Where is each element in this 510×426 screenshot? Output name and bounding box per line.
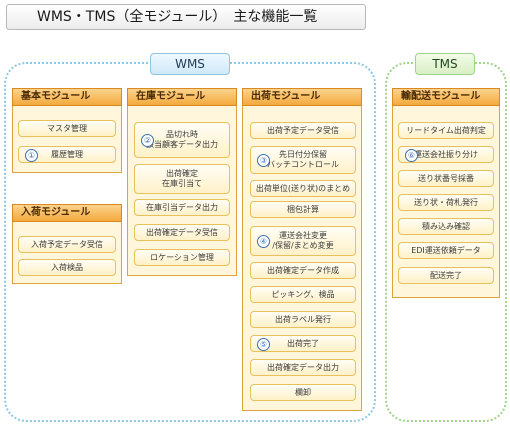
- step-number-badge: ④: [257, 235, 270, 248]
- inventory-module-header: 在庫モジュール: [127, 88, 237, 106]
- basic-item: マスタ管理: [18, 120, 116, 137]
- item-label: 先日付分保留バッチコントロール: [267, 150, 339, 170]
- outbound-item: 欄卸: [250, 384, 356, 401]
- transport-item: リードタイム出荷判定: [398, 122, 494, 139]
- item-label: 入荷検品: [51, 262, 83, 272]
- inventory-item: 出荷確定在庫引当て: [134, 164, 230, 194]
- tms-label: TMS: [415, 53, 475, 75]
- transport-item: 配送完了: [398, 267, 494, 284]
- item-label: 出荷ラベル発行: [275, 314, 331, 324]
- outbound-item: ピッキング、検品: [250, 286, 356, 303]
- item-label: 出荷確定データ受信: [146, 227, 218, 237]
- item-label: 梱包計算: [287, 204, 319, 214]
- inventory-item: ロケーション管理: [134, 249, 230, 266]
- item-label: 在庫引当データ出力: [146, 202, 218, 212]
- item-label: 出荷単位(送り状)のまとめ: [255, 183, 351, 193]
- item-label-line: 出荷確定: [166, 169, 198, 178]
- item-label: 出荷確定データ出力: [267, 362, 339, 372]
- item-label: マスタ管理: [47, 123, 87, 133]
- inbound-module-header: 入荷モジュール: [12, 204, 122, 222]
- item-label-line: /保留/まとめ変更: [272, 241, 334, 250]
- item-label-line: 該当顧客データ出力: [146, 140, 218, 149]
- item-label: 運送会社変更/保留/まとめ変更: [272, 231, 333, 251]
- item-label: 送り状番号採番: [418, 173, 474, 183]
- inventory-item: 出荷確定データ受信: [134, 224, 230, 241]
- transport-item: 積み込み確認: [398, 218, 494, 235]
- item-label: 配送完了: [430, 270, 462, 280]
- item-label-line: バッチコントロール: [267, 160, 339, 169]
- item-label-line: 運送会社変更: [278, 231, 327, 240]
- item-label: 出荷確定在庫引当て: [162, 169, 202, 189]
- step-number-badge: ②: [141, 134, 154, 147]
- inbound-item: 入荷予定データ受信: [18, 236, 116, 253]
- item-label: EDI運送依頼データ: [411, 245, 481, 255]
- item-label: リードタイム出荷判定: [406, 125, 486, 135]
- item-label: 運送会社振り分け: [414, 149, 478, 159]
- item-label: 出荷完了: [287, 338, 319, 348]
- outbound-module-header: 出荷モジュール: [242, 88, 362, 106]
- item-label: 欄卸: [295, 387, 311, 397]
- outbound-item: 出荷ラベル発行: [250, 311, 356, 328]
- transport-item: 送り状番号採番: [398, 170, 494, 187]
- outbound-item: 梱包計算: [250, 201, 356, 218]
- outbound-item: 出荷予定データ受信: [250, 122, 356, 139]
- item-label: 入荷予定データ受信: [31, 239, 103, 249]
- basic-item: ① 履歴管理: [18, 146, 116, 163]
- item-label: 履歴管理: [51, 149, 83, 159]
- item-label: ピッキング、検品: [271, 289, 335, 299]
- item-label: 品切れ時該当顧客データ出力: [146, 130, 218, 150]
- basic-module-header: 基本モジュール: [12, 88, 122, 106]
- outbound-item: 出荷確定データ作成: [250, 262, 356, 279]
- step-number-badge: ①: [25, 148, 38, 162]
- outbound-item: 出荷確定データ出力: [250, 359, 356, 376]
- item-label: 積み込み確認: [422, 221, 470, 231]
- item-label: ロケーション管理: [150, 252, 214, 262]
- page-title: WMS・TMS（全モジュール） 主な機能一覧: [6, 4, 366, 30]
- transport-item: 送り状・荷札発行: [398, 194, 494, 211]
- transport-module-header: 輸配送モジュール: [392, 88, 500, 106]
- wms-label: WMS: [150, 53, 230, 75]
- item-label: 出荷予定データ受信: [267, 125, 339, 135]
- outbound-item: ⑤ 出荷完了: [250, 335, 356, 352]
- item-label: 出荷確定データ作成: [267, 265, 339, 275]
- inbound-item: 入荷検品: [18, 259, 116, 276]
- item-label: 送り状・荷札発行: [414, 197, 478, 207]
- step-number-badge: ⑤: [257, 337, 270, 351]
- step-number-badge: ⑥: [405, 148, 418, 162]
- item-label-line: 在庫引当て: [162, 179, 202, 188]
- outbound-item: 出荷単位(送り状)のまとめ: [250, 180, 356, 197]
- item-label-line: 品切れ時: [166, 130, 198, 139]
- item-label-line: 先日付分保留: [279, 150, 327, 159]
- step-number-badge: ③: [257, 154, 270, 167]
- inventory-item: 在庫引当データ出力: [134, 199, 230, 216]
- transport-item: EDI運送依頼データ: [398, 242, 494, 259]
